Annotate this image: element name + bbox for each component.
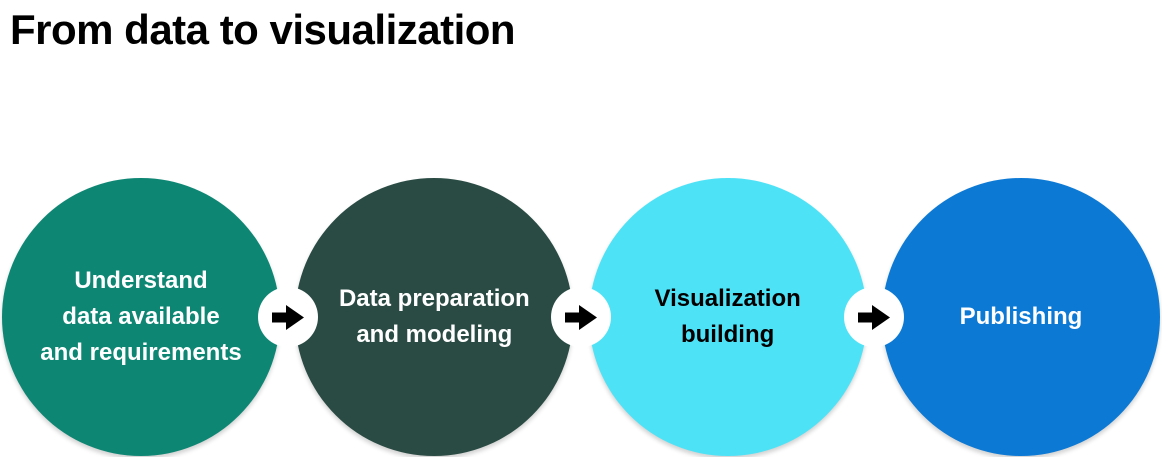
step-circle-publishing: Publishing — [881, 178, 1160, 456]
connector-1 — [258, 287, 318, 347]
connector-2 — [551, 287, 611, 347]
connector-3 — [844, 287, 904, 347]
arrow-right-icon — [272, 304, 304, 330]
process-flow: Understand data available and requiremen… — [2, 178, 1160, 456]
arrow-right-icon — [858, 304, 890, 330]
step-circle-visualization-building: Visualization building — [588, 178, 867, 456]
step-circle-data-preparation: Data preparation and modeling — [295, 178, 574, 456]
step-circle-understand-data: Understand data available and requiremen… — [2, 178, 280, 456]
arrow-right-icon — [565, 304, 597, 330]
page-title: From data to visualization — [10, 6, 516, 53]
